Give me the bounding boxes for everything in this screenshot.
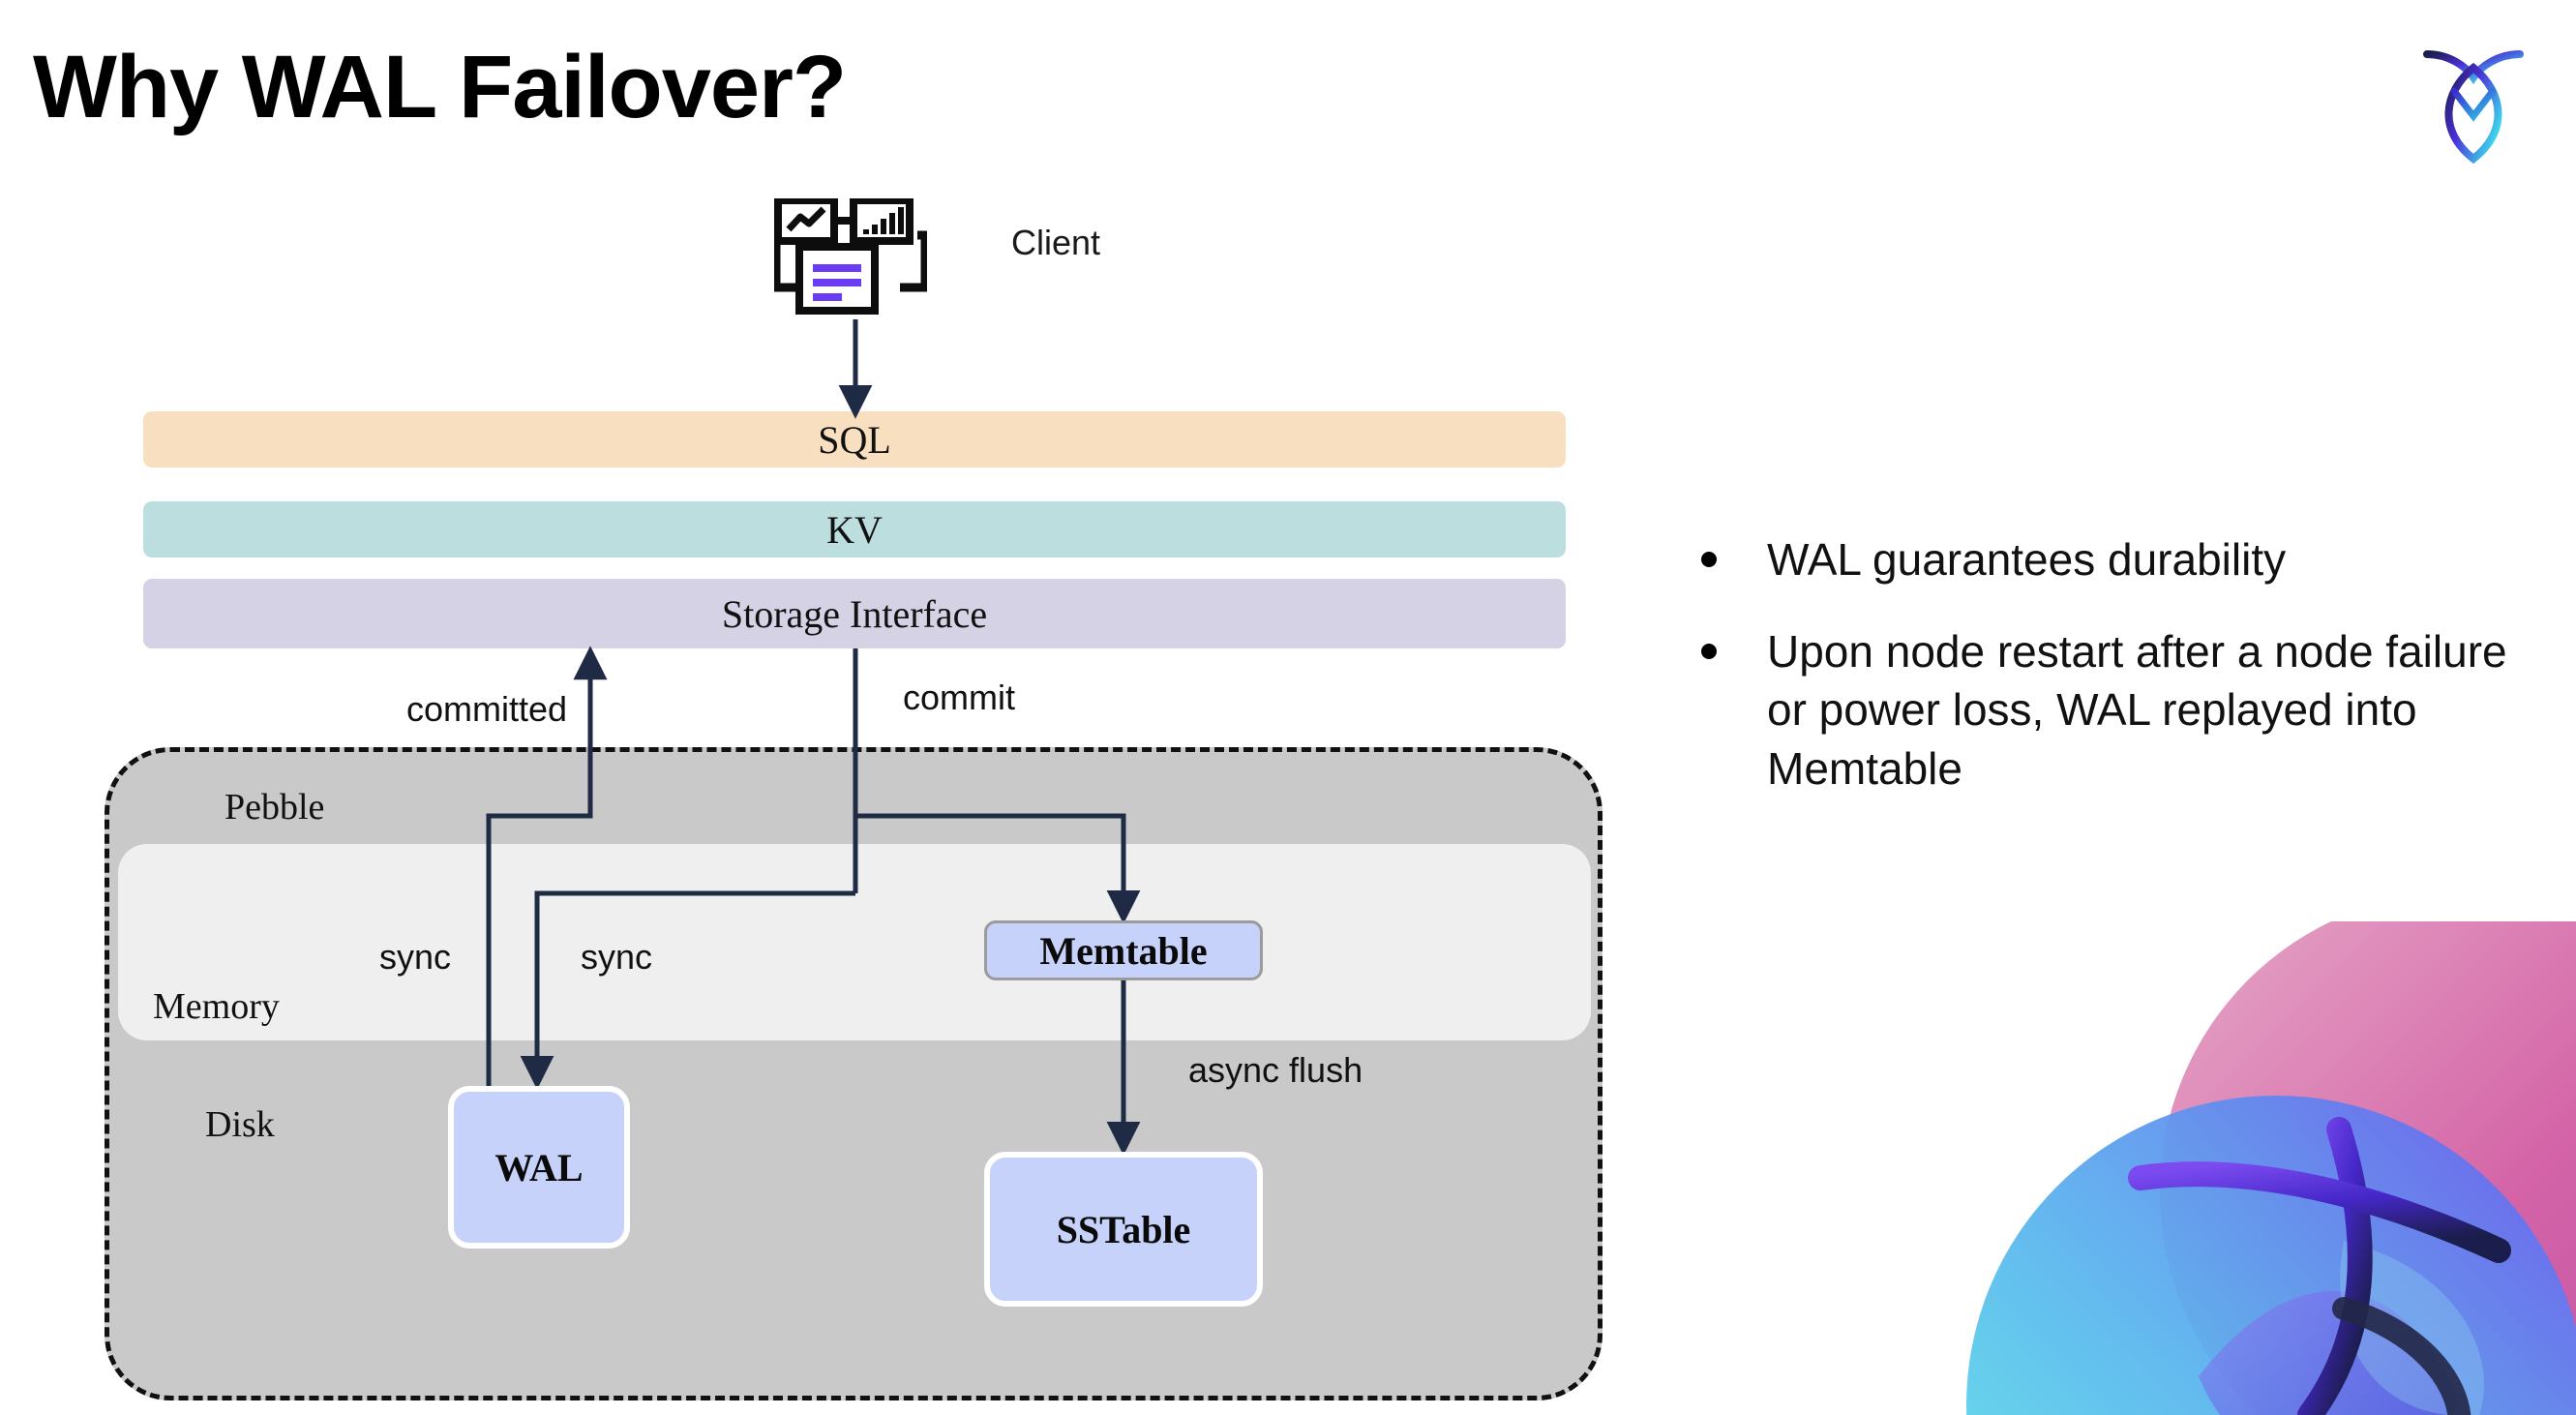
node-memtable-label: Memtable: [1039, 928, 1208, 973]
layer-sql-label: SQL: [818, 417, 891, 462]
layer-storage-interface: Storage Interface: [143, 579, 1566, 648]
list-item: Upon node restart after a node failure o…: [1701, 622, 2533, 798]
gradient-circles-graphic: [1957, 921, 2576, 1415]
layer-kv: KV: [143, 501, 1566, 557]
bullet-list: WAL guarantees durability Upon node rest…: [1701, 530, 2533, 831]
disk-label: Disk: [205, 1104, 275, 1145]
cockroachdb-logo-icon: [2423, 50, 2524, 165]
node-sstable: SSTable: [984, 1152, 1263, 1307]
cockroachdb-logo: [2415, 37, 2531, 172]
layer-storage-interface-label: Storage Interface: [721, 591, 988, 636]
page-title: Why WAL Failover?: [33, 38, 847, 136]
client-icon: [771, 196, 930, 319]
bullet-dot-icon: [1701, 552, 1717, 567]
layer-sql: SQL: [143, 411, 1566, 467]
edge-label-async-flush: async flush: [1188, 1050, 1363, 1090]
node-memtable: Memtable: [984, 920, 1263, 980]
edge-label-sync-left: sync: [379, 937, 452, 977]
node-wal: WAL: [448, 1086, 630, 1249]
memory-label: Memory: [153, 986, 280, 1027]
bullet-text: WAL guarantees durability: [1767, 534, 2287, 585]
list-item: WAL guarantees durability: [1701, 530, 2533, 589]
pebble-label: Pebble: [225, 787, 325, 828]
edge-label-commit: commit: [903, 677, 1015, 717]
node-wal-label: WAL: [494, 1145, 584, 1189]
bullet-text: Upon node restart after a node failure o…: [1767, 625, 2507, 795]
client-label: Client: [1011, 223, 1101, 262]
decor-icon: [1966, 921, 2576, 1415]
layer-kv-label: KV: [826, 507, 883, 552]
edge-label-committed: committed: [406, 689, 568, 729]
client-analytics-icon: [771, 196, 930, 315]
bullet-dot-icon: [1701, 643, 1717, 659]
memory-region: [118, 844, 1591, 1040]
architecture-diagram: Client SQL KV Storage Interface Pebble M…: [105, 196, 1603, 1400]
node-sstable-label: SSTable: [1056, 1207, 1191, 1251]
edge-label-sync-right: sync: [581, 937, 653, 977]
